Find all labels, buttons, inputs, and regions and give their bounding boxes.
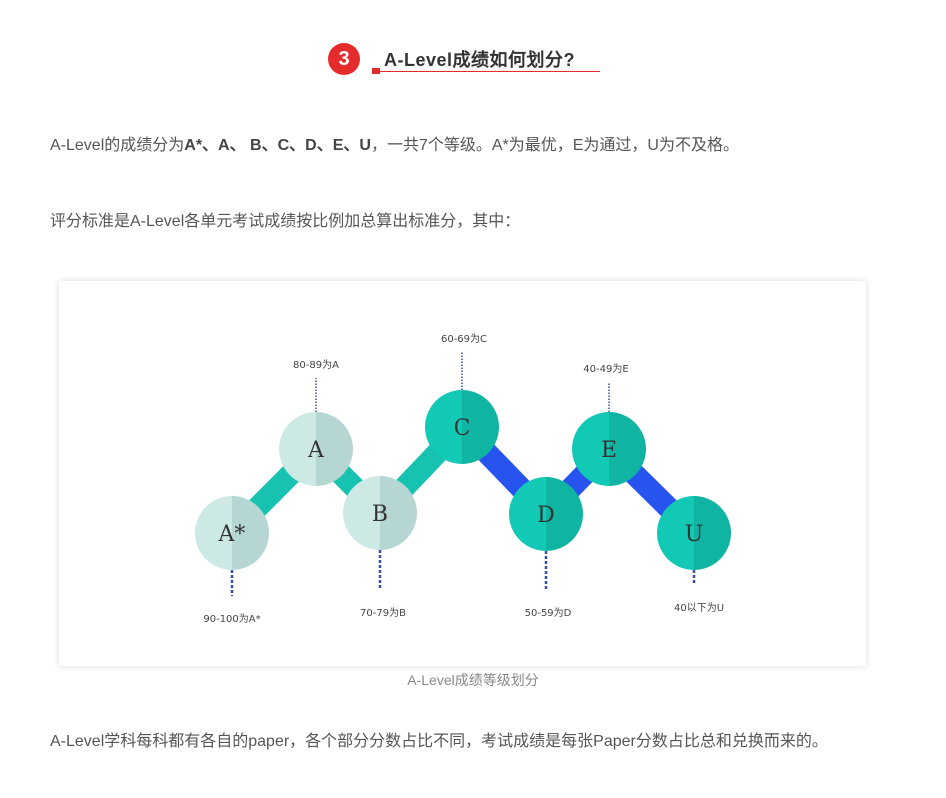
grade-node-right <box>316 412 353 486</box>
grade-node-left <box>657 496 694 570</box>
grade-diagram: A* 90-100为A* A 80-89为A B 70-79为B C 60-69为C D 50-5… <box>59 281 866 666</box>
section-heading: 3 A-Level成绩如何划分? <box>328 43 608 83</box>
grade-node-left <box>195 496 232 570</box>
section-title: A-Level成绩如何划分? <box>384 50 576 70</box>
grade-node-right <box>232 496 269 570</box>
grade-range-label: 90-100为A* <box>203 613 260 625</box>
grade-node-right <box>609 412 646 486</box>
grade-node-left <box>572 412 609 486</box>
figure-caption: A-Level成绩等级划分 <box>407 672 539 688</box>
grade-node-left <box>279 412 316 486</box>
grades-bold: A*、A、 B、C、D、E、U <box>184 137 371 154</box>
grade-node-right <box>380 476 417 550</box>
grade-node-right <box>694 496 731 570</box>
grade-range-label: 60-69为C <box>441 333 487 345</box>
heading-underline <box>372 71 600 72</box>
grade-range-label: 80-89为A <box>293 359 339 371</box>
grade-letter: E <box>601 438 617 463</box>
grade-letter: B <box>372 502 388 527</box>
grade-node-right <box>546 477 583 551</box>
text: ，一共7个等级。A*为最优，E为通过，U为不及格。 <box>370 137 739 154</box>
grade-letter: U <box>685 522 704 547</box>
text: A-Level的成绩分为 <box>50 137 185 154</box>
section-number-badge: 3 <box>328 43 360 75</box>
grade-node-left <box>425 390 462 464</box>
grade-node-left <box>509 477 546 551</box>
grade-letter: C <box>454 416 471 441</box>
grade-diagram-svg: A* 90-100为A* A 80-89为A B 70-79为B C 60-69为C D 50-5… <box>195 333 731 625</box>
grade-letter: D <box>537 503 555 528</box>
grade-letter: A* <box>218 522 246 547</box>
grade-range-label: 40以下为U <box>674 602 724 614</box>
paragraph-scoring: 评分标准是A-Level各单元考试成绩按比例加总算出标准分，其中： <box>50 213 521 230</box>
grade-range-label: 40-49为E <box>583 363 628 375</box>
grade-range-label: 50-59为D <box>525 607 572 619</box>
paragraph-grades: A-Level的成绩分为A*、A、 B、C、D、E、U，一共7个等级。A*为最优… <box>50 127 900 164</box>
paragraph-paper: A-Level学科每科都有各自的paper，各个部分分数占比不同，考试成绩是每张… <box>50 733 828 750</box>
grade-node-right <box>462 390 499 464</box>
grade-letter: A <box>307 438 325 463</box>
grade-node-left <box>343 476 380 550</box>
grade-range-label: 70-79为B <box>360 607 406 619</box>
